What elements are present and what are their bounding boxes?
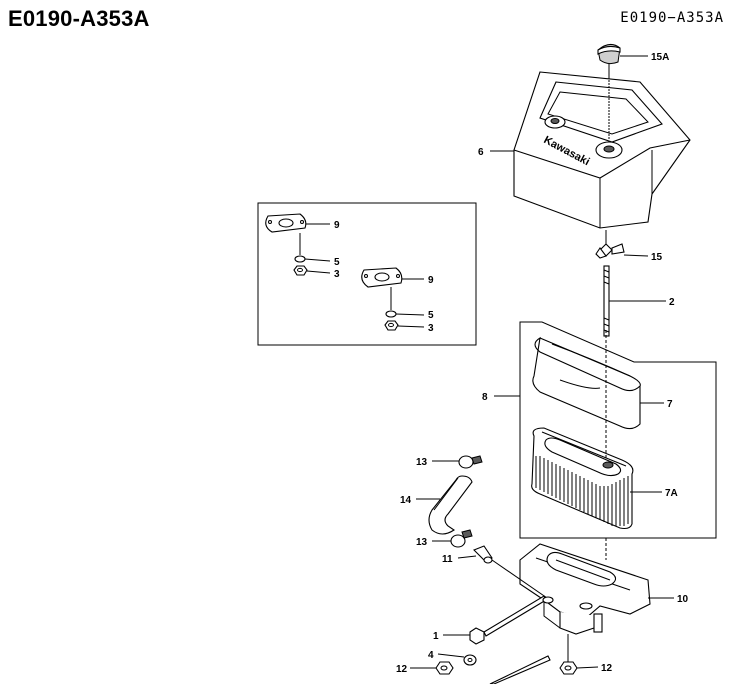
nut-a bbox=[293, 265, 308, 276]
nut-left bbox=[435, 661, 454, 675]
air-cleaner-cover: Kawasaki bbox=[513, 71, 691, 229]
long-bolt bbox=[469, 595, 554, 645]
diagram-id-code: E0190−A353A bbox=[620, 10, 724, 26]
callout-1: 1 bbox=[433, 631, 439, 642]
stud-bolt bbox=[603, 265, 610, 337]
gasket-a bbox=[265, 213, 307, 233]
wing-nut bbox=[595, 243, 625, 259]
pre-cleaner bbox=[532, 336, 641, 430]
hose-clamp-lower bbox=[450, 529, 473, 548]
breather-fitting bbox=[473, 545, 493, 564]
callout-2: 2 bbox=[669, 297, 675, 308]
callout-8: 8 bbox=[482, 392, 488, 403]
nut-b bbox=[384, 320, 399, 331]
element-assembly-bracket bbox=[519, 321, 717, 539]
callout-12-right: 12 bbox=[601, 663, 613, 674]
callout-15a: 15A bbox=[651, 52, 669, 63]
callout-12-left: 12 bbox=[396, 664, 408, 675]
callout-5-a: 5 bbox=[334, 257, 340, 268]
callout-11: 11 bbox=[442, 554, 453, 565]
callout-9-a: 9 bbox=[334, 220, 340, 231]
callout-9-b: 9 bbox=[428, 275, 434, 286]
washer bbox=[463, 654, 477, 666]
callout-14: 14 bbox=[400, 495, 412, 506]
breather-hose bbox=[428, 475, 473, 535]
lock-washer-b bbox=[385, 310, 397, 318]
callout-13-upper: 13 bbox=[416, 457, 428, 468]
gasket-b bbox=[361, 267, 403, 288]
inset-box: 9 5 3 9 5 3 bbox=[257, 202, 477, 346]
callout-10: 10 bbox=[677, 594, 689, 605]
diagram-id-title: E0190-A353A bbox=[8, 6, 150, 31]
cap-15a bbox=[597, 44, 621, 65]
hose-clamp-upper bbox=[458, 455, 483, 469]
lock-washer-a bbox=[294, 255, 306, 263]
callout-6: 6 bbox=[478, 147, 484, 158]
callout-7: 7 bbox=[667, 399, 673, 410]
nut-right bbox=[559, 661, 578, 675]
callout-4: 4 bbox=[428, 650, 434, 661]
callout-3-b: 3 bbox=[428, 323, 434, 334]
air-filter-element bbox=[531, 427, 634, 530]
callout-5-b: 5 bbox=[428, 310, 434, 321]
callout-15: 15 bbox=[651, 252, 663, 263]
air-cleaner-base bbox=[519, 543, 651, 635]
callout-13-lower: 13 bbox=[416, 537, 428, 548]
callout-7a: 7A bbox=[665, 488, 678, 499]
lower-stud bbox=[489, 655, 551, 684]
callout-3-a: 3 bbox=[334, 269, 340, 280]
